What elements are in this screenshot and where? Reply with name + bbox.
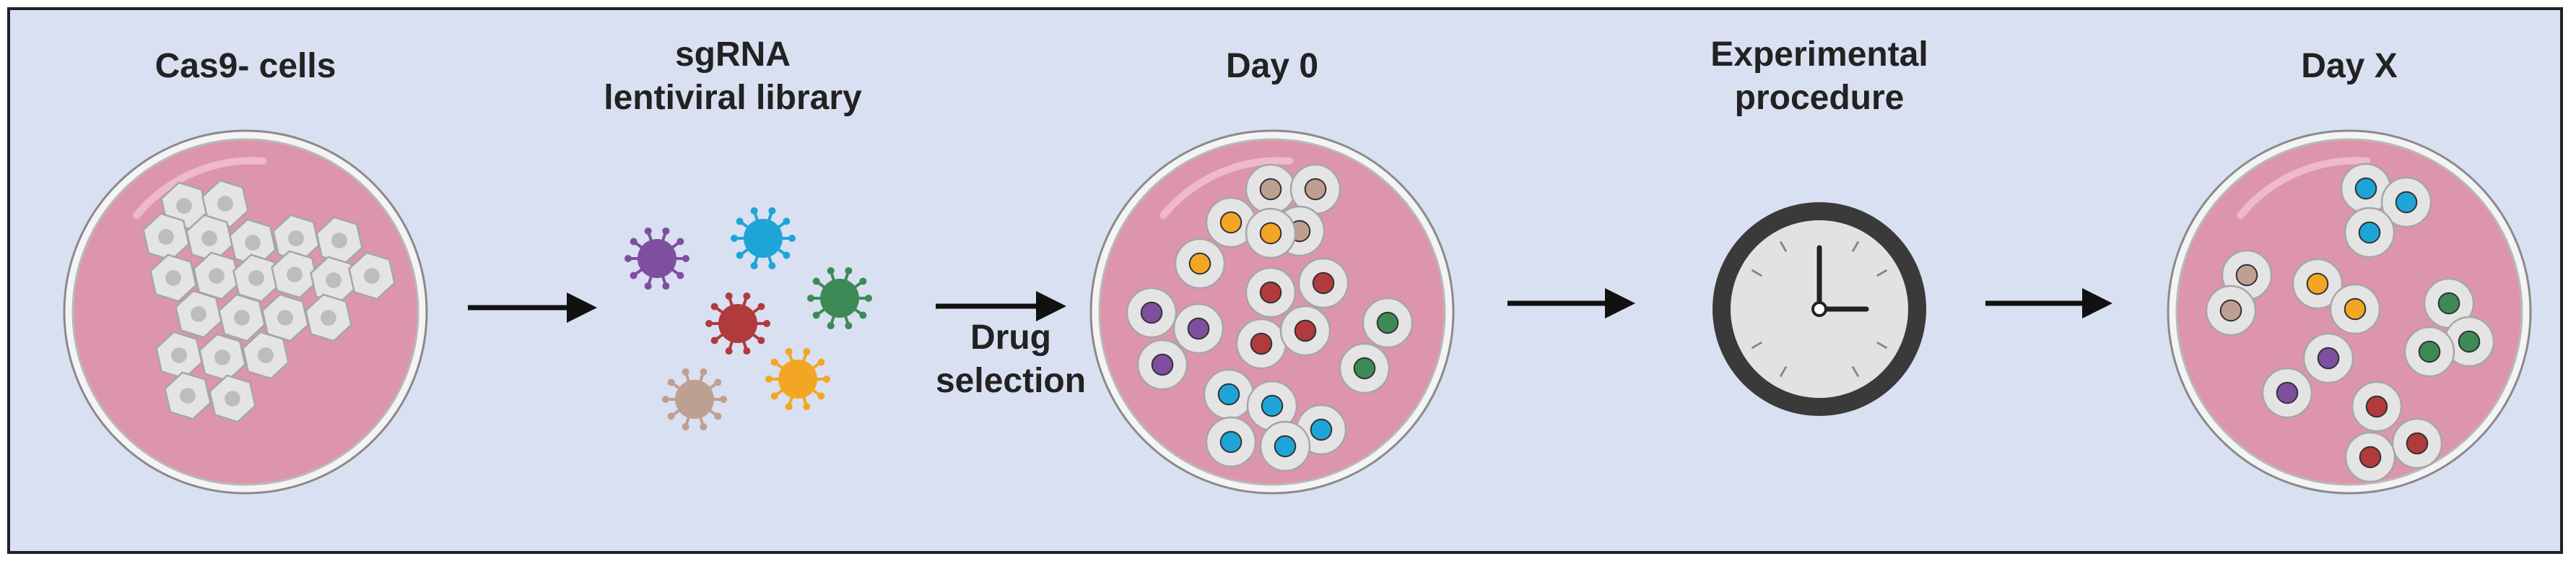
virus-icon <box>705 292 770 355</box>
virus-icon <box>765 347 830 411</box>
virus-icon <box>807 266 872 330</box>
clock-icon <box>1713 202 1926 416</box>
petri-dish-cas9 <box>63 129 428 495</box>
petri-dish-dayx <box>2167 129 2532 495</box>
label-cas9-cells: Cas9- cells <box>155 47 336 85</box>
virus-icon <box>662 368 727 431</box>
virus-icon <box>625 227 689 290</box>
label-day-x: Day X <box>2301 47 2398 85</box>
label-day-0: Day 0 <box>1225 47 1319 85</box>
petri-dish-day0 <box>1089 129 1455 495</box>
virus-icon <box>731 207 796 270</box>
